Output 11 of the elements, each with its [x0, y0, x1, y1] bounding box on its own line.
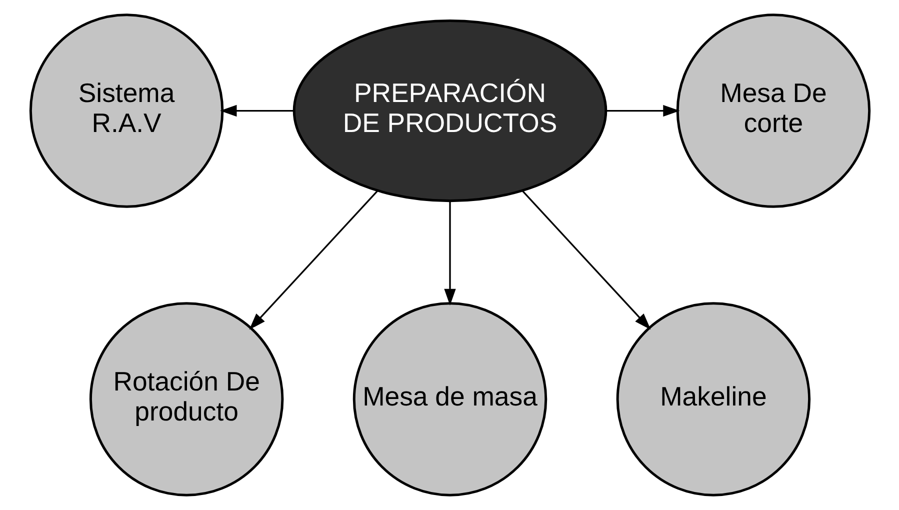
- node-circle: Rotación De producto: [88, 302, 284, 496]
- arrow: [606, 104, 680, 117]
- arrow: [444, 201, 456, 306]
- node-circle: Mesa de masa: [352, 302, 547, 496]
- node-circle: Mesa De corte: [676, 14, 870, 208]
- arrow: [220, 104, 294, 117]
- node-circle: Sistema R.A.V: [28, 14, 224, 208]
- arrow: [522, 190, 650, 330]
- arrow: [248, 190, 378, 330]
- node-ellipse: PREPARACIÓN DE PRODUCTOS: [292, 20, 607, 202]
- node-circle: Makeline: [616, 302, 810, 496]
